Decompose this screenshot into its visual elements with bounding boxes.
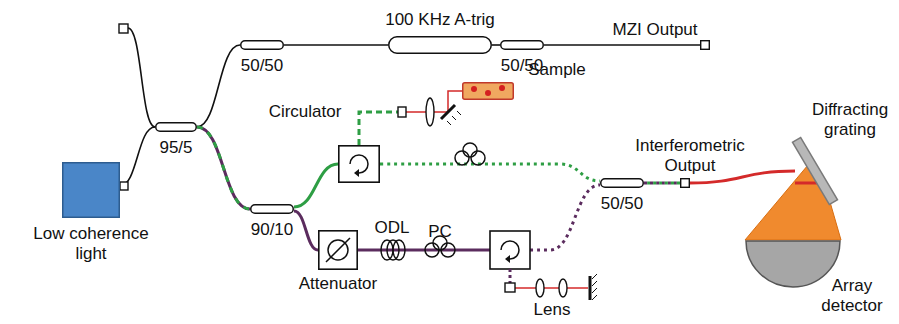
node-outline: [745, 240, 841, 288]
node-outline: [462, 82, 514, 100]
lens-symbol: [536, 279, 544, 297]
part-label: PC: [428, 222, 452, 242]
output-port: MZI Output: [700, 40, 710, 50]
node-label: MZI Output: [612, 20, 697, 40]
fiber-line: [492, 44, 500, 46]
fiber-connector: [359, 91, 462, 145]
node-outline: [388, 36, 492, 54]
fiber-connector: [294, 211, 318, 250]
fiber-line: [644, 182, 680, 185]
collimator-port: [398, 107, 406, 117]
part-label: ODL: [375, 218, 410, 238]
lens-symbol: [426, 98, 434, 126]
node-outline: [240, 40, 284, 50]
fiber: [128, 28, 155, 127]
node-outline: [250, 204, 294, 214]
node-outline: [338, 145, 380, 183]
beam: [515, 287, 588, 289]
attenuator-box: Attenuator: [318, 230, 358, 270]
fiber-line: [294, 164, 338, 207]
fiber-line: [197, 45, 240, 127]
node-outline: [500, 40, 544, 50]
fiber-connector: [197, 127, 250, 209]
node-label: Circulator: [269, 102, 342, 122]
node-label: 50/50: [241, 56, 284, 76]
node-label: Diffracting grating: [804, 100, 896, 139]
node-outline: [680, 178, 690, 188]
node-outline: [795, 140, 835, 202]
fiber-connector: [197, 45, 240, 127]
node-label: Array detector: [812, 276, 892, 315]
fiber: [509, 269, 512, 283]
fiber-line: [530, 185, 600, 250]
fiber-connector: [284, 45, 388, 46]
node-outline: [62, 162, 120, 218]
mzi-clock: 100 KHz A-trig: [388, 36, 492, 54]
collimator-port: [505, 283, 515, 292]
circulator-symbol: [490, 231, 530, 269]
fiber-line: [284, 44, 388, 46]
node-outline: [700, 40, 710, 50]
fiber-line: [644, 182, 680, 185]
node-outline: [600, 178, 644, 188]
fiber-coupler: 50/50: [500, 40, 544, 50]
fiber-coupler: 50/50: [240, 40, 284, 50]
node-label: 90/10: [251, 220, 294, 240]
fiber-connector: [380, 164, 600, 181]
light-source: Low coherence light: [62, 162, 120, 218]
fiber-coupler: 95/5: [155, 122, 197, 132]
fiber-coupler: 90/10: [250, 204, 294, 214]
fiber-port: [119, 24, 128, 33]
fiber-port: [120, 182, 128, 190]
node-label: 95/5: [159, 138, 192, 158]
node-outline: [155, 122, 197, 132]
circulator-box: Circulator: [338, 145, 380, 183]
node-label: 50/50: [601, 194, 644, 214]
node-label: Interferometric Output: [625, 136, 755, 175]
node-label: Sample: [528, 60, 586, 80]
scan-mirror: [441, 105, 461, 125]
fiber-line: [380, 164, 600, 181]
fiber-connector: [492, 45, 500, 46]
node-label: 100 KHz A-trig: [385, 10, 495, 30]
part-label: Lens: [534, 300, 571, 320]
lens-symbol: [559, 279, 567, 297]
array-detector: Array detector: [745, 240, 841, 288]
fiber-line: [197, 127, 250, 209]
fiber-line: [359, 112, 398, 145]
fiber-connector: [644, 183, 680, 184]
fiber-connector: [120, 127, 155, 186]
output-port: Interferometric Output: [680, 178, 690, 188]
node-label: Low coherence light: [26, 224, 156, 263]
fiber-line: [120, 127, 155, 186]
optical-delay-line: [381, 240, 405, 260]
node-outline: [318, 230, 358, 270]
fiber-coupler: 50/50: [600, 178, 644, 188]
diffraction-grating: Diffracting grating: [795, 140, 835, 202]
fiber-line: [294, 211, 318, 250]
fiber-connector: [544, 45, 700, 46]
fiber-line: [197, 127, 250, 209]
fiber-line: [544, 44, 700, 46]
polarization-controller: [455, 143, 485, 165]
node-label: Attenuator: [299, 274, 377, 294]
fiber-connector: [294, 164, 338, 207]
sample-box: Sample: [462, 82, 514, 100]
reference-mirror: [590, 274, 597, 300]
dispersed-beam: [745, 165, 841, 240]
